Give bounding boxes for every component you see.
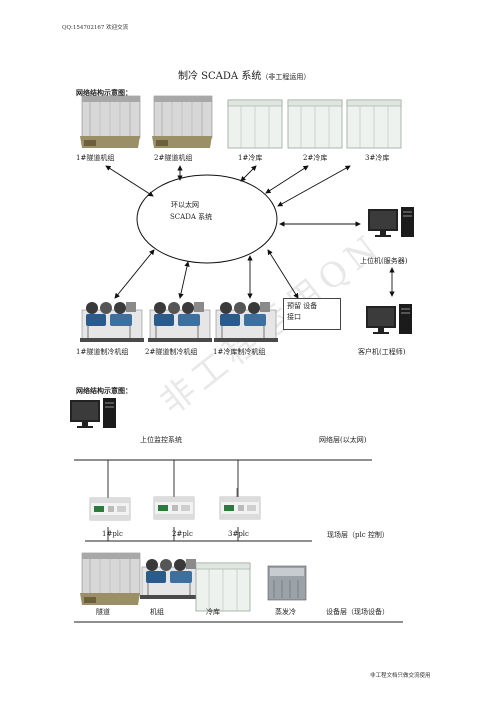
section1-heading: 网络结构示意图： <box>76 89 132 97</box>
device-label-unit: 机组 <box>150 608 164 616</box>
page-title-note: （非工程运用） <box>261 73 311 81</box>
device-label-cold: 冷库 <box>206 608 220 616</box>
device-tunnel-icon <box>79 552 141 606</box>
plc-1-label: 1#plc <box>102 530 123 538</box>
ring-label-line2: SCADA 系统 <box>170 213 213 221</box>
compressor-unit-1-icon <box>79 301 145 343</box>
label-top-device-3: 1#冷库 <box>238 154 263 162</box>
client-label: 客户机(工程师) <box>358 348 406 356</box>
link-cold-1 <box>240 165 257 182</box>
device-cold-icon <box>195 562 251 612</box>
label-top-device-4: 2#冷库 <box>303 154 328 162</box>
compressor-unit-2-icon <box>147 301 213 343</box>
label-top-device-2: 2#隧道机组 <box>154 154 193 162</box>
page-title-main: 制冷 SCADA 系统 <box>178 71 262 82</box>
server-icon <box>368 207 414 237</box>
header-contact: QQ:154702167 欢迎交流 <box>62 25 129 31</box>
tunnel-unit-2-icon <box>151 95 213 149</box>
tunnel-unit-1-icon <box>79 95 141 149</box>
link-cold-3 <box>277 165 351 207</box>
section2-heading: 网络结构示意图： <box>76 387 132 395</box>
plc-1-icon <box>89 497 131 521</box>
cold-storage-2-icon <box>287 99 343 149</box>
link-comp-1 <box>114 249 155 299</box>
label-top-device-5: 3#冷库 <box>365 154 390 162</box>
client-icon <box>366 304 412 334</box>
label-bottom-device-2: 2#隧道制冷机组 <box>145 348 198 356</box>
host-pc-icon <box>70 398 116 428</box>
plc-2-icon <box>153 496 195 520</box>
compressor-unit-3-icon <box>213 301 279 343</box>
link-comp-2 <box>178 261 190 299</box>
cold-storage-3-icon <box>346 99 402 149</box>
footer-note: 非工程文档只做交流使用 <box>370 673 431 679</box>
ring-label-line1: 环以太网 <box>171 201 199 209</box>
reserved-line2: 接口 <box>287 313 301 321</box>
plc-2-label: 2#plc <box>172 530 193 538</box>
evaporative-condenser-icon <box>267 565 307 601</box>
link-reserved <box>267 249 299 299</box>
device-label-tunnel: 隧道 <box>96 608 110 616</box>
reserved-interface-box: 预留 设备 接口 <box>283 298 341 330</box>
plc-3-icon <box>219 496 261 520</box>
label-top-device-1: 1#隧道机组 <box>76 154 115 162</box>
ethernet-ring <box>136 174 278 264</box>
cold-storage-1-icon <box>227 99 283 149</box>
host-label: 上位监控系统 <box>140 436 182 444</box>
label-bottom-device-1: 1#隧道制冷机组 <box>76 348 129 356</box>
network-layer-label: 网络层(以太网) <box>319 436 367 444</box>
link-cold-2 <box>265 165 309 194</box>
device-label-evap: 蒸发冷 <box>275 608 296 616</box>
device-unit-icon <box>139 558 205 600</box>
reserved-line1: 预留 设备 <box>287 302 318 310</box>
field-layer-label: 现场层（plc 控制） <box>327 531 389 539</box>
plc-3-label: 3#plc <box>228 530 249 538</box>
device-layer-label: 设备层（现场设备） <box>326 608 389 616</box>
link-tunnel-1 <box>105 165 154 197</box>
label-bottom-device-3: 1#冷库制冷机组 <box>213 348 266 356</box>
page-title: 制冷 SCADA 系统（非工程运用） <box>178 67 310 82</box>
server-label: 上位机(服务器) <box>360 257 408 265</box>
